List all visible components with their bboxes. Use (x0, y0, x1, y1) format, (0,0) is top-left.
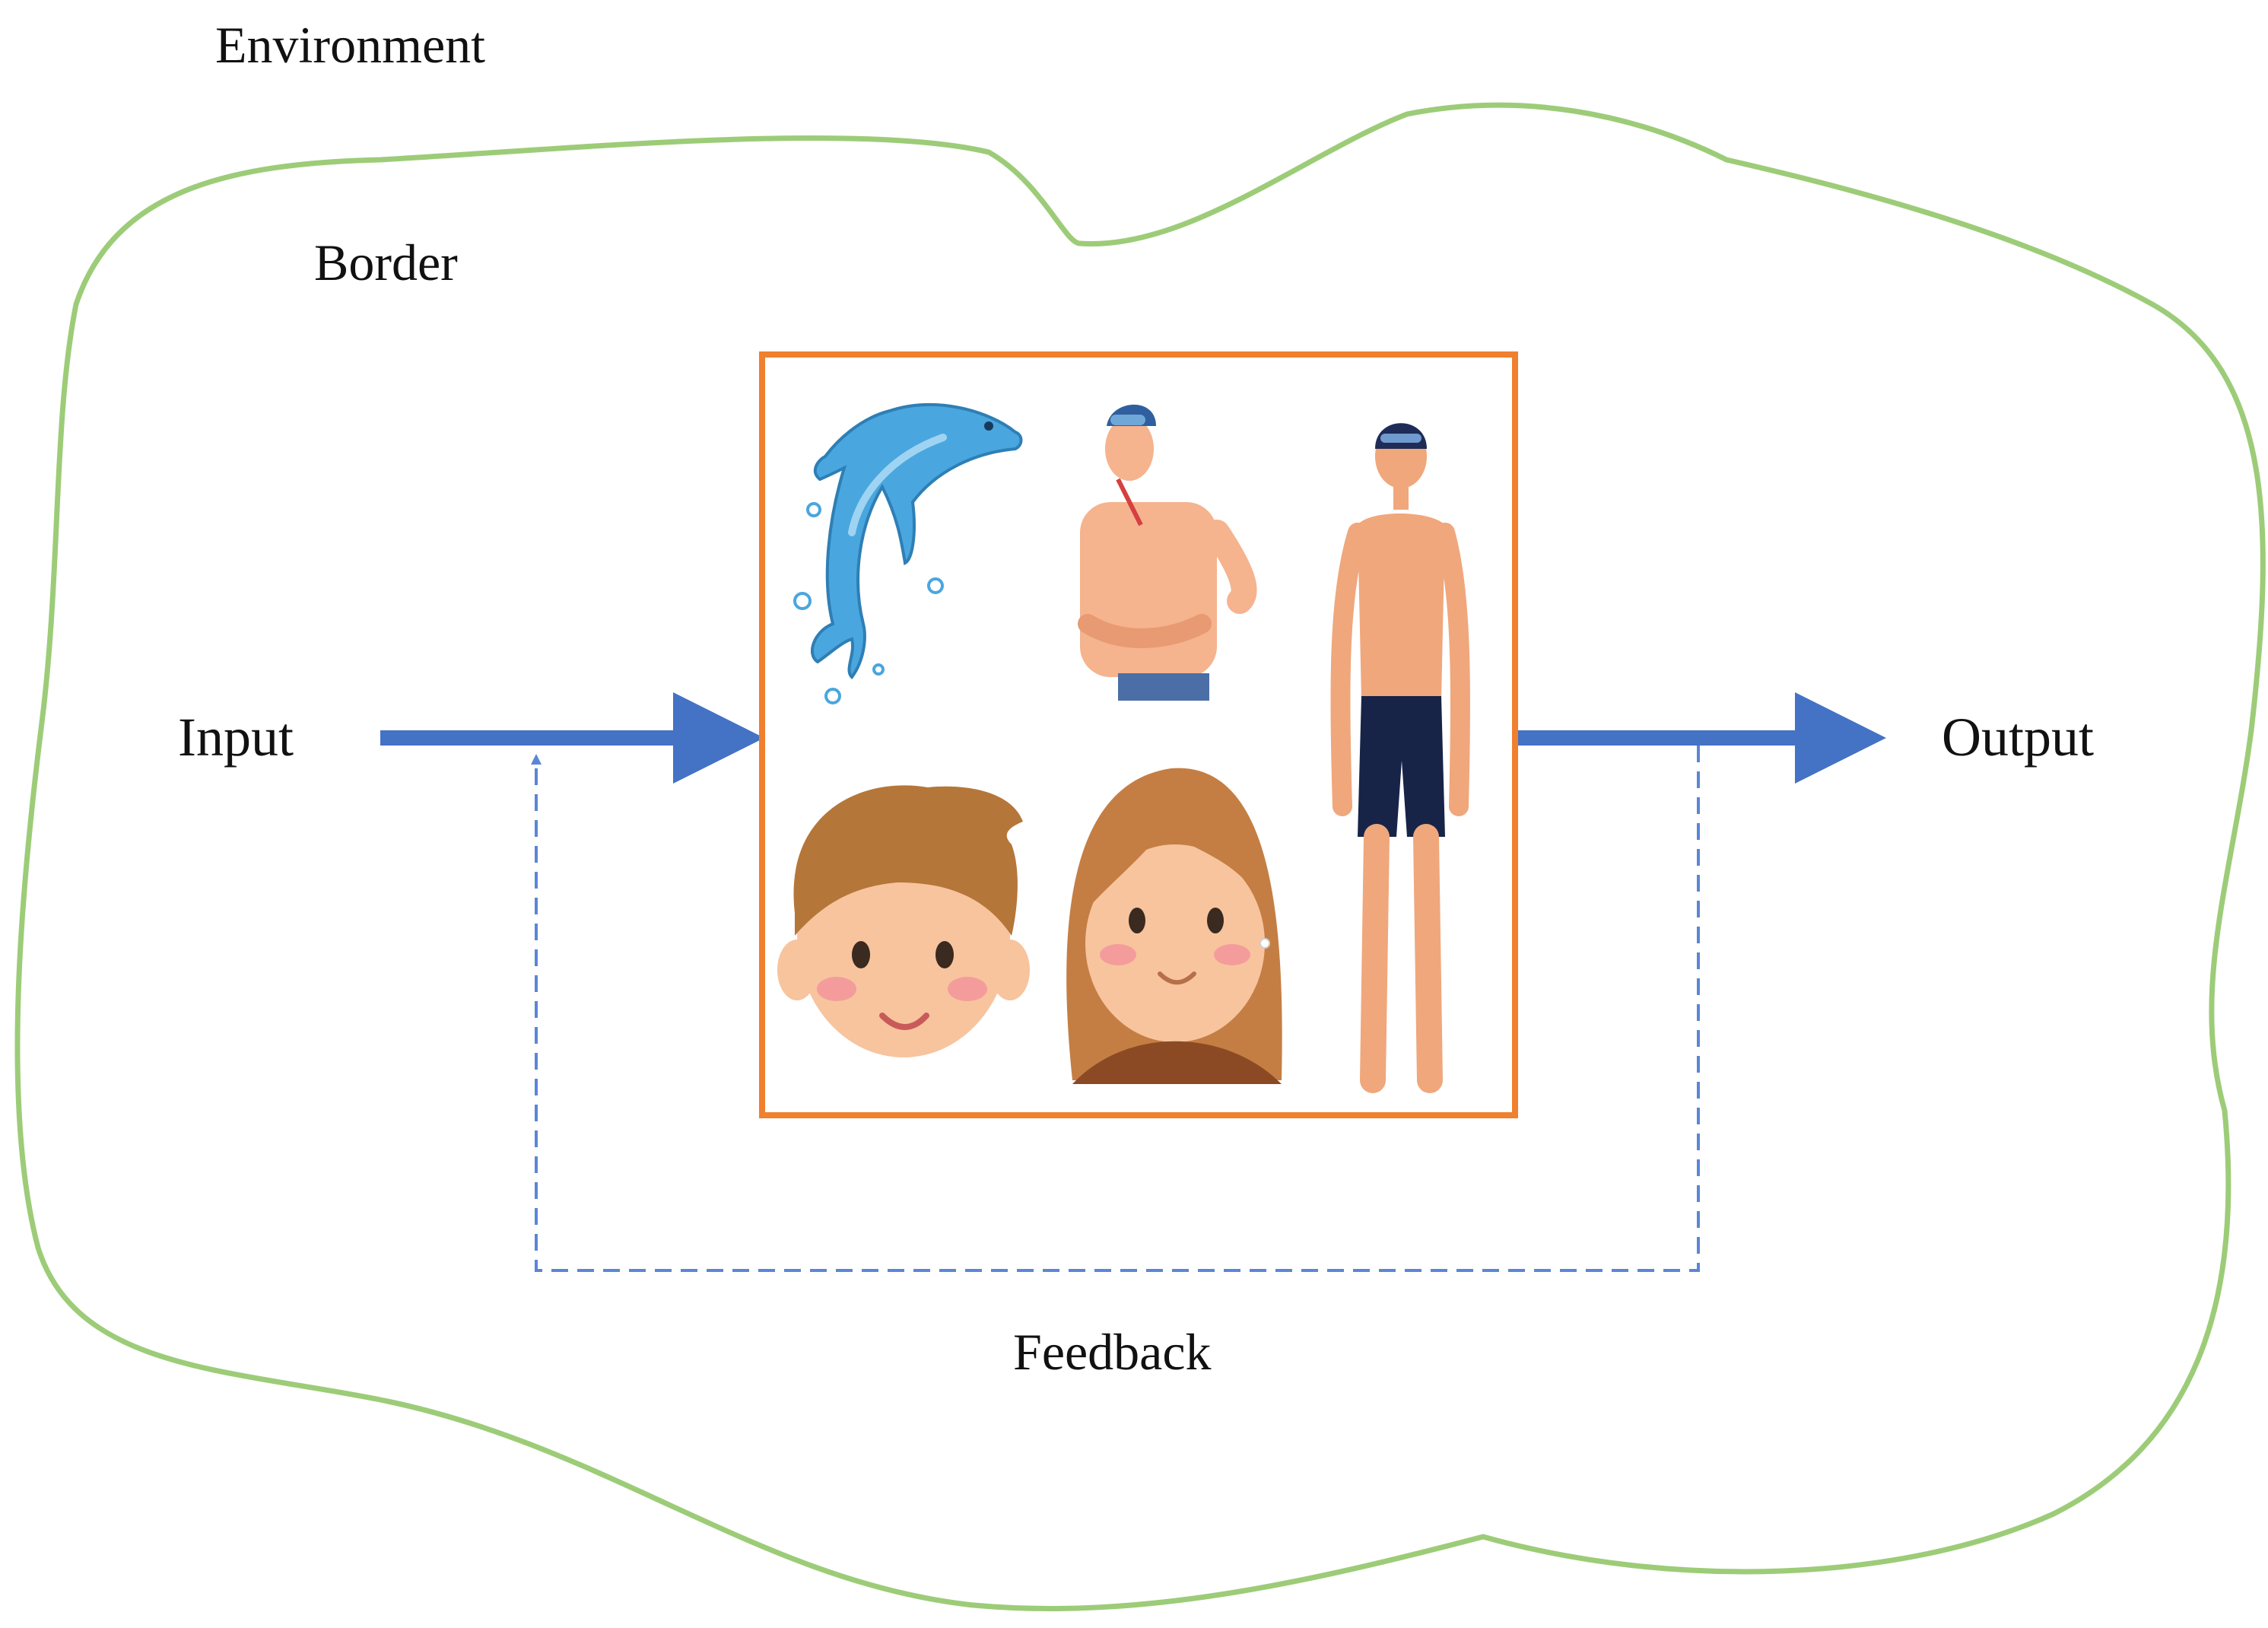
environment-boundary (14, 102, 2266, 1611)
feedback-label: Feedback (1013, 1323, 1212, 1381)
boy-face-icon (777, 785, 1030, 1057)
border-label: Border (314, 234, 458, 291)
environment-label: Environment (215, 16, 485, 74)
dolphin-icon (793, 402, 1023, 704)
input-label: Input (178, 707, 294, 768)
lifeguard-icon (1078, 404, 1257, 701)
output-label: Output (1942, 707, 2094, 768)
feedback-loop (531, 746, 1700, 1272)
girl-face-icon (1066, 768, 1282, 1084)
swimmer-icon (1330, 423, 1471, 1093)
